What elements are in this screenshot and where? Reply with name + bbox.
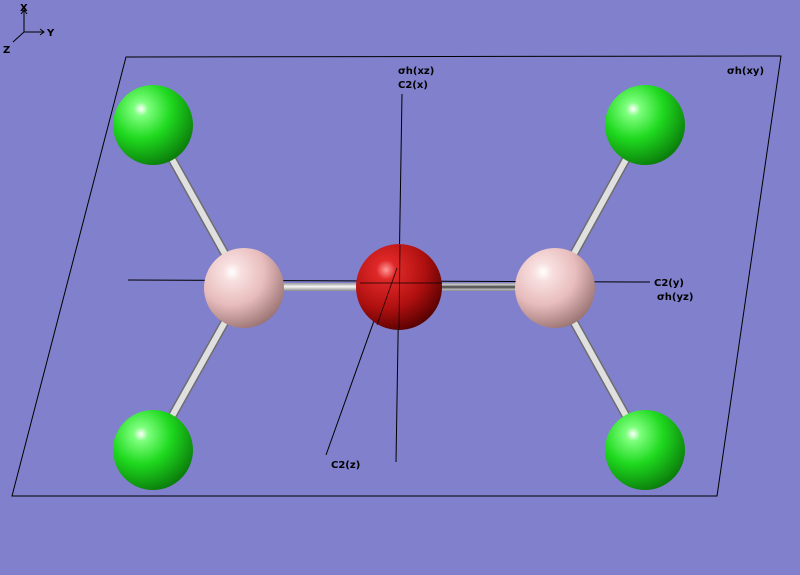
atom-boron[interactable]: [204, 248, 284, 328]
atom-oxygen[interactable]: [356, 244, 442, 330]
label-c2-z: C2(z): [331, 460, 360, 471]
atoms: [113, 85, 685, 490]
y-axis-label: Y: [46, 28, 55, 39]
label-c2-y: C2(y): [654, 278, 684, 289]
label-sigma-xy: σh(xy): [727, 66, 764, 77]
y-axis-arrow: [39, 28, 45, 36]
x-axis-label: X: [20, 3, 28, 14]
label-sigma-yz: σh(yz): [657, 292, 693, 303]
c2-z-axis-overlay: [376, 267, 398, 326]
atom-chlorine[interactable]: [113, 410, 193, 490]
label-sigma-xz: σh(xz): [398, 66, 434, 77]
c2-x-axis-overlay: [398, 244, 401, 331]
label-c2-x: C2(x): [398, 80, 428, 91]
atom-chlorine[interactable]: [605, 85, 685, 165]
mirror-plane-xy: [11, 55, 782, 497]
bond-b-o: [244, 283, 404, 291]
atom-chlorine[interactable]: [113, 85, 193, 165]
atom-boron[interactable]: [515, 248, 595, 328]
z-axis-line: [12, 31, 25, 43]
atom-chlorine[interactable]: [605, 410, 685, 490]
z-axis-label: Z: [3, 45, 10, 56]
x-axis-arrow: [20, 9, 28, 15]
orientation-triad: X Y Z: [3, 3, 55, 56]
